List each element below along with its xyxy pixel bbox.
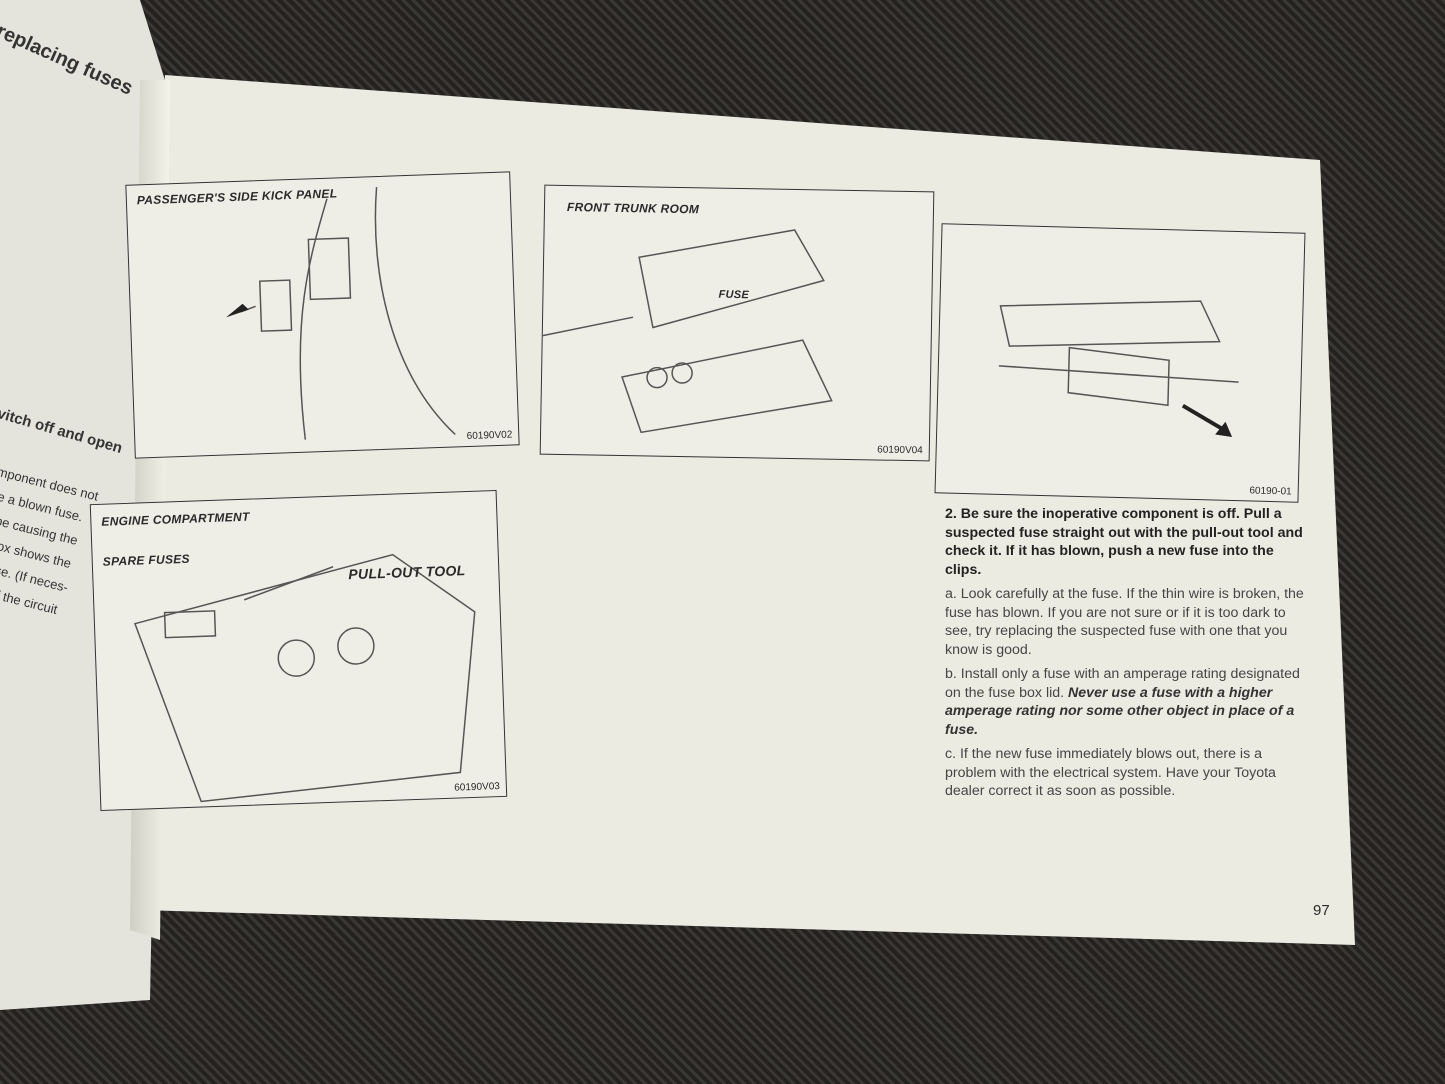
figure-code: 60190V04 <box>877 444 923 457</box>
note-a: a. Look carefully at the fuse. If the th… <box>945 586 1304 658</box>
figure-engine-compartment: ENGINE COMPARTMENT SPARE FUSES PULL-OUT … <box>89 489 508 812</box>
figure-front-trunk: FRONT TRUNK ROOM FUSE 60190V04 <box>539 184 935 462</box>
kick-panel-illustration <box>226 186 456 440</box>
note-b-warning: Never use a fuse with a higher amperage … <box>945 684 1295 738</box>
figure-label: FRONT TRUNK ROOM <box>566 200 700 217</box>
note-b-text: b. Install only a fuse with an amperage … <box>945 666 1300 701</box>
step-2: 2. Be sure the inoperative component is … <box>945 506 1303 578</box>
trunk-fuse-box-illustration <box>542 229 833 434</box>
figure-pull-fuse: 60190-01 <box>934 223 1306 503</box>
figure-code: 60190V02 <box>466 429 513 443</box>
fuse-box-illustration <box>133 553 476 803</box>
note-b: b. Install only a fuse with an amperage … <box>945 665 1310 739</box>
instructions: 2. Be sure the inoperative component is … <box>945 505 1310 807</box>
figure-kick-panel: PASSENGER'S SIDE KICK PANEL 60190V02 <box>125 171 520 459</box>
note-c: c. If the new fuse immediately blows out… <box>945 746 1276 799</box>
figure-code: 60190-01 <box>1249 485 1292 498</box>
fuse-pull-illustration <box>998 300 1239 437</box>
page-number: 97 <box>1313 902 1330 919</box>
fuse-lid-label: FUSE <box>718 288 750 302</box>
figure-code: 60190V03 <box>454 781 501 794</box>
